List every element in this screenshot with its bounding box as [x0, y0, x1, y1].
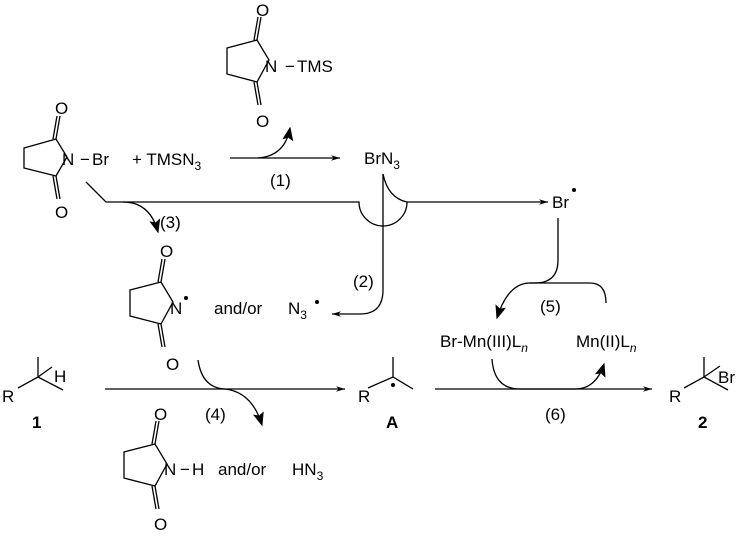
br-radical: Br	[552, 188, 576, 212]
step-4-arrow: (4)	[105, 359, 345, 427]
nbs-br: Br	[92, 150, 109, 169]
step-1-arrow: (1)	[230, 126, 340, 190]
nbs-carbonyl-top	[52, 115, 61, 140]
nbs-o-top: O	[55, 99, 68, 118]
nbs-o-bottom: O	[55, 203, 68, 222]
svg-text:Br: Br	[718, 368, 735, 387]
mn2-complex: Mn(II)Ln	[576, 332, 637, 355]
svg-text:−: −	[180, 460, 190, 479]
svg-text:H: H	[54, 367, 66, 386]
svg-text:Br: Br	[552, 193, 569, 212]
svg-text:HN3: HN3	[292, 460, 324, 483]
n-tms-ring	[226, 39, 270, 83]
step-3-curved-arrow	[122, 201, 161, 234]
n-tms-bond: −	[285, 57, 295, 76]
n3-radical-label: N3	[288, 299, 307, 322]
compound-number-1: 1	[32, 413, 41, 432]
n-tms-o-bottom: O	[256, 112, 269, 131]
compound-number-2: 2	[698, 413, 707, 432]
step-6-label: (6)	[545, 405, 566, 424]
svg-text:N: N	[164, 460, 176, 479]
nbs-carbonyl-bottom	[52, 175, 61, 200]
svg-text:R: R	[2, 387, 14, 406]
intermediate-label-a: A	[386, 413, 398, 432]
substrate-1: H R 1	[2, 357, 66, 432]
succinimidyl-radical-molecule: O N O and/or N3	[129, 242, 319, 374]
radical-dot	[184, 296, 188, 300]
n-tms-n: N	[265, 57, 277, 76]
svg-text:O: O	[154, 515, 167, 534]
step-2-arrow: (2)	[332, 174, 384, 317]
brn3-label: BrN3	[364, 149, 400, 172]
mn3-complex: Br-Mn(III)Ln	[440, 332, 528, 355]
step-5-label: (5)	[540, 297, 561, 316]
radical-dot	[572, 188, 576, 192]
nbs-molecule: O N − Br O	[23, 99, 109, 222]
brn3-split-curve	[382, 173, 408, 203]
svg-text:and/or: and/or	[218, 460, 267, 479]
svg-text:H: H	[192, 460, 204, 479]
radical-dot	[315, 300, 319, 304]
step-1-curved-arrow	[257, 126, 294, 159]
n-tms-o-top: O	[256, 1, 269, 20]
succinimide-byproduct: O N − H and/or HN3 O	[123, 405, 324, 534]
product-2: Br R 2	[669, 357, 735, 432]
step-2-label: (2)	[353, 272, 374, 291]
radical-dot	[391, 383, 395, 387]
step-1-label: (1)	[270, 171, 291, 190]
tmsn3-label: + TMSN	[132, 150, 195, 169]
svg-text:O: O	[154, 405, 167, 424]
nbs-bond: −	[80, 150, 90, 169]
svg-text:R: R	[358, 387, 370, 406]
n-tms-succinimide-molecule: O N − TMS O	[226, 1, 333, 131]
svg-text:O: O	[160, 242, 173, 261]
step-4-label: (4)	[205, 405, 226, 424]
step-3-arrow: (3)	[85, 173, 548, 234]
and-or-text: and/or	[214, 299, 263, 318]
svg-text:O: O	[166, 355, 179, 374]
n-tms-tms: TMS	[297, 57, 333, 76]
step-6-arrow: (6)	[435, 358, 652, 424]
nbs-n: N	[62, 150, 74, 169]
nbs-ring	[23, 138, 68, 177]
tmsn3-reagent: + TMSN3	[132, 150, 202, 173]
tmsn3-subscript: 3	[195, 159, 202, 173]
svg-text:+ TMSN3: + TMSN3	[132, 150, 202, 173]
step-5-arrow: (5)	[495, 218, 607, 320]
radical-a: R A	[358, 357, 414, 432]
svg-text:R: R	[669, 387, 681, 406]
svg-text:N: N	[170, 299, 182, 318]
step-3-label: (3)	[160, 213, 181, 232]
